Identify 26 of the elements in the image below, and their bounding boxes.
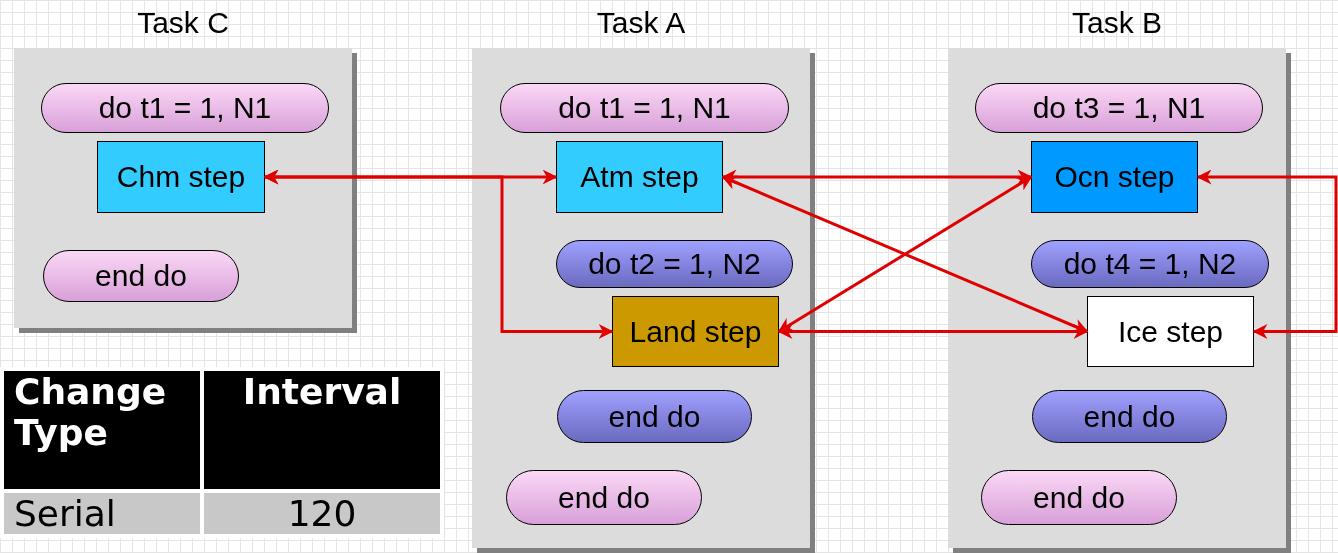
- process-box: Land step: [612, 296, 779, 367]
- loop-pill: end do: [557, 390, 752, 443]
- connector-arrow: [1196, 169, 1338, 339]
- loop-pill: do t4 = 1, N2: [1031, 240, 1269, 288]
- table-cell: 120: [202, 491, 442, 536]
- loop-pill: do t3 = 1, N1: [975, 83, 1263, 133]
- process-box: Ocn step: [1031, 141, 1198, 213]
- loop-pill: end do: [981, 470, 1177, 525]
- loop-pill: end do: [506, 470, 702, 525]
- table-cell: Interval: [202, 369, 442, 491]
- loop-pill: do t2 = 1, N2: [556, 240, 793, 288]
- loop-pill: do t1 = 1, N1: [500, 83, 789, 133]
- task-title: Task B: [1071, 6, 1163, 40]
- loop-pill: do t1 = 1, N1: [41, 83, 329, 133]
- process-box: Atm step: [556, 141, 723, 213]
- connector-arrow: [777, 324, 1089, 339]
- process-box: Chm step: [97, 141, 265, 213]
- loop-pill: end do: [43, 250, 239, 302]
- task-title: Task C: [136, 6, 230, 40]
- connector-arrow: [777, 175, 1033, 333]
- connector-arrow: [263, 169, 614, 339]
- table-cell: Serial: [2, 491, 202, 536]
- task-title: Task A: [595, 6, 687, 40]
- table-cell: Change Type: [2, 369, 202, 491]
- loop-pill: end do: [1032, 390, 1227, 443]
- process-box: Ice step: [1087, 296, 1254, 367]
